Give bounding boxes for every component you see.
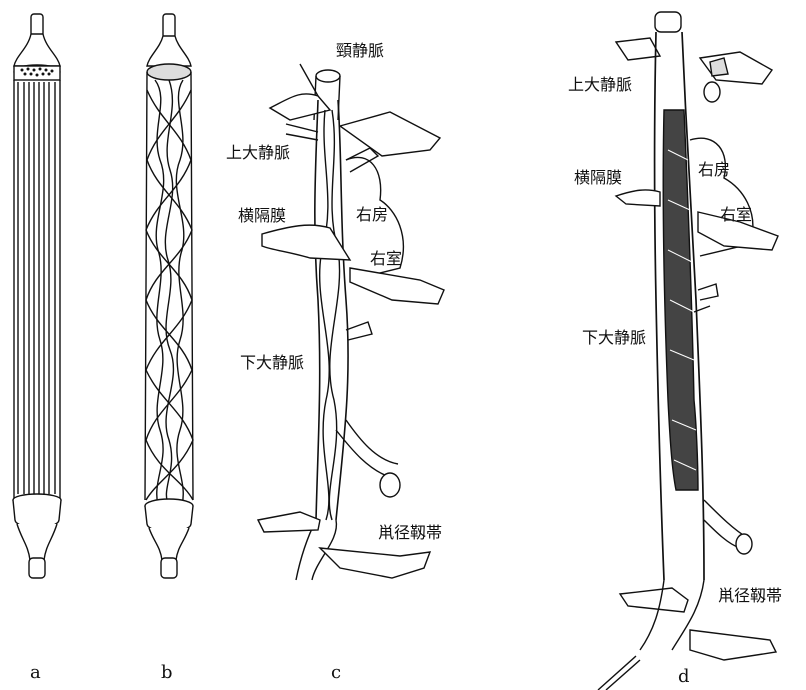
label-c-right-ventricle: 右室 [370, 251, 402, 267]
figure-c-vena-cava [258, 64, 444, 580]
label-c-diaphragm: 横隔膜 [238, 208, 286, 224]
filter-a-straight [13, 14, 61, 578]
panel-label-c: c [331, 664, 341, 682]
label-c-inferior-vena-cava: 下大静脈 [240, 355, 304, 371]
label-d-inferior-vena-cava: 下大静脈 [582, 330, 646, 346]
label-d-superior-vena-cava: 上大静脈 [568, 77, 632, 93]
panel-label-d: d [678, 668, 690, 686]
label-c-inguinal-ligament: 鼡径靱帯 [378, 525, 442, 541]
label-d-inguinal-ligament: 鼡径靱帯 [718, 588, 782, 604]
label-d-diaphragm: 横隔膜 [574, 170, 622, 186]
filter-b-braided [145, 14, 193, 578]
label-c-jugular-vein: 頸静脈 [336, 43, 384, 59]
panel-label-a: a [30, 664, 41, 682]
panel-label-b: b [161, 664, 173, 682]
label-d-right-atrium: 右房 [698, 162, 730, 178]
label-d-right-ventricle: 右室 [720, 207, 752, 223]
label-c-right-atrium: 右房 [356, 207, 388, 223]
label-c-superior-vena-cava: 上大静脈 [226, 145, 290, 161]
